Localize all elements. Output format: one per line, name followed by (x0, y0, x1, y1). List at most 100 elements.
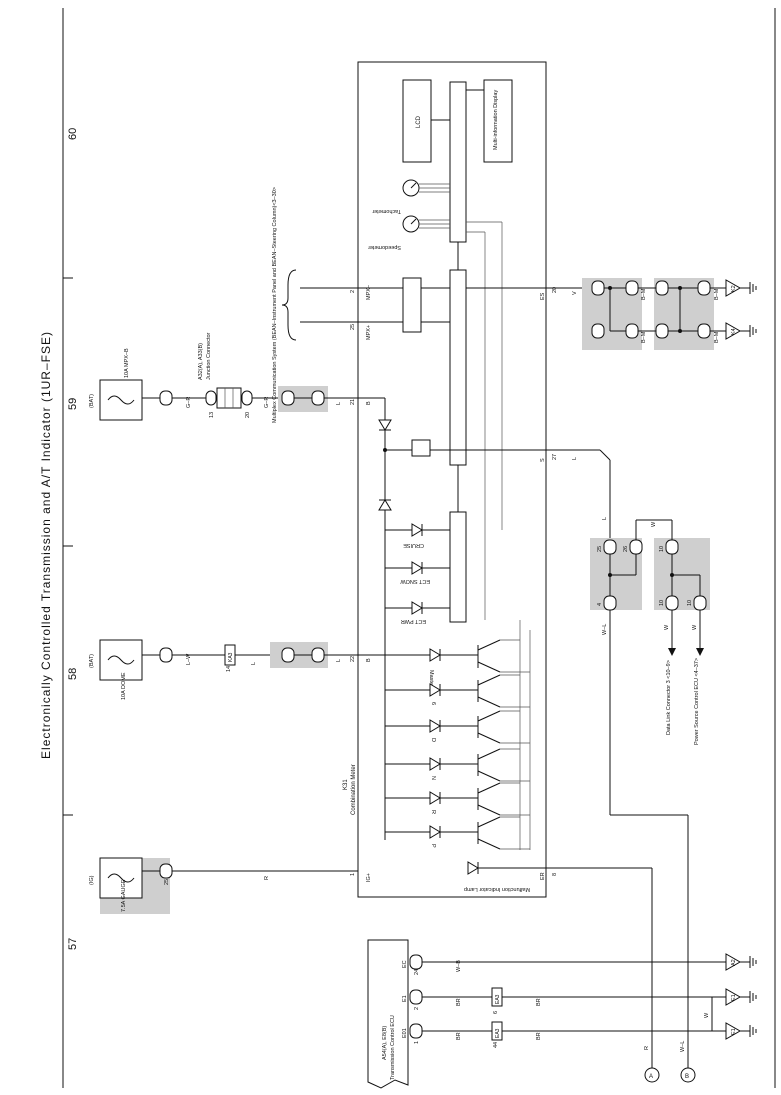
ecu-code: A54(A), E8(B) (382, 1026, 388, 1060)
pin-no: 14 (226, 666, 232, 672)
wire-wb: W–B (456, 960, 462, 972)
indicator-label: ECT PWR (401, 618, 426, 624)
multiplex-note: Multiplex Communication System (BEAN–Ins… (272, 187, 278, 423)
indicator-label: CRUISE (403, 542, 424, 548)
ground-symbol (725, 988, 742, 1006)
regulator-block (411, 439, 431, 457)
fuse-label: 7.5A GAUGE (121, 879, 127, 912)
pin-no: 1 (350, 873, 356, 876)
indicator-label: 6 (430, 702, 436, 705)
wire-br: BR (536, 998, 542, 1006)
wire-br: BR (456, 1032, 462, 1040)
ground-label: A2 (731, 959, 737, 966)
pin-no: 13 (209, 412, 215, 418)
pin-no: 10 (687, 600, 693, 606)
pin-mpx-plus: MPX+ (366, 325, 372, 340)
ground-label: K4 (731, 328, 737, 335)
wire-l: L (572, 457, 578, 460)
wire-r: R (264, 876, 270, 880)
wire-gr: G–R (264, 397, 270, 408)
lcd-label: LCD (416, 115, 422, 128)
pin-no: 2 (350, 290, 356, 293)
pin-no: 26 (623, 546, 629, 552)
ground-label: K2 (731, 285, 737, 292)
mid-label: Multi-information Display (493, 90, 499, 150)
junction-label: Junction Connector (206, 332, 212, 380)
wire-w: W (664, 624, 670, 630)
junction-connector (216, 387, 242, 409)
diagram-title: Electronically Controlled Transmission a… (39, 331, 53, 759)
ecu-name: Transmission Control ECU (390, 1015, 396, 1080)
connector-code: EA3 (495, 1028, 501, 1038)
tachometer-label: Tachometer (372, 208, 401, 214)
pin-s: S (540, 458, 546, 462)
pin-no: 2 (414, 1007, 420, 1010)
meter-name: Combination Meter (351, 764, 357, 815)
ground-label: E1 (731, 994, 737, 1001)
pin-no: 10 (659, 600, 665, 606)
shift-indicator-d (385, 719, 478, 733)
indicator-label: ECT SNOW (400, 578, 430, 584)
fuse-label: 10A MPX–B (124, 348, 130, 378)
wire-l: L (602, 517, 608, 520)
wire-r: R (644, 1046, 650, 1050)
indicator-label: D (430, 738, 436, 742)
shift-indicator-n (385, 757, 478, 771)
wire-wl: W–L (602, 624, 608, 635)
ground-symbol (725, 1022, 742, 1040)
shift-indicator-r (385, 791, 478, 805)
pin-no: 25 (597, 546, 603, 552)
wire-l: L (251, 662, 257, 665)
pin-no: 25 (350, 324, 356, 330)
fuse-source: (BAT) (89, 394, 95, 408)
pin-no: 10 (659, 546, 665, 552)
led-cruise-icon (385, 523, 450, 537)
pin-no: 21 (350, 399, 356, 405)
wire-lw: L–W (186, 653, 192, 665)
indicator-label: N (430, 776, 436, 780)
wire-l: L (336, 659, 342, 662)
wire-v: V (572, 291, 578, 295)
diode-icon (378, 419, 392, 431)
transmission-ecu-box (367, 939, 409, 1089)
page-number: 57 (67, 938, 79, 950)
wire-bm: B–M (641, 331, 647, 343)
connector-code: EA3 (495, 994, 501, 1004)
wire-br: BR (456, 998, 462, 1006)
pin-no: 4 (597, 603, 603, 606)
fuse-dome (99, 639, 143, 681)
ground-label: E1 (731, 1028, 737, 1035)
wire-w: W (704, 1012, 710, 1018)
terminal-b (680, 1067, 696, 1083)
mid-box (483, 79, 513, 163)
shift-indicator-master (429, 648, 478, 662)
wire-w: W (651, 521, 657, 527)
wire-bm: B–M (641, 288, 647, 300)
ecu-pin: E01 (402, 1028, 408, 1038)
pin-no: 8 (552, 873, 558, 876)
fuse-label: 10A DOME (121, 672, 127, 700)
mil-label: Malfunction Indicator Lamp (464, 886, 530, 892)
wire-br: BR (536, 1032, 542, 1040)
indicator-label: Master (428, 670, 434, 687)
mpx-ic-block (402, 277, 422, 333)
wire-wl: W–L (680, 1041, 686, 1052)
pin-no: 20 (552, 287, 558, 293)
pin-ig: IG+ (366, 873, 372, 882)
indicator-label: R (430, 810, 436, 814)
connector-code: KA3 (228, 652, 234, 662)
pin-no: 6 (493, 1011, 499, 1014)
meter-code: K31 (343, 779, 349, 790)
shift-indicator-6 (385, 683, 478, 697)
dlc3-label: Data Link Connector 3 <10–9> (666, 660, 672, 735)
pin-no: 25 (164, 879, 170, 885)
wire-gr: G–R (186, 397, 192, 408)
junction-codes: A32(A), A33(B) (198, 343, 204, 380)
pin-no: 22 (350, 656, 356, 662)
pin-no: 44 (493, 1042, 499, 1048)
page-number: 60 (67, 128, 79, 140)
indicator-label: P (430, 844, 436, 848)
meter-cpu-block (449, 269, 467, 466)
pin-b: B (366, 658, 372, 662)
